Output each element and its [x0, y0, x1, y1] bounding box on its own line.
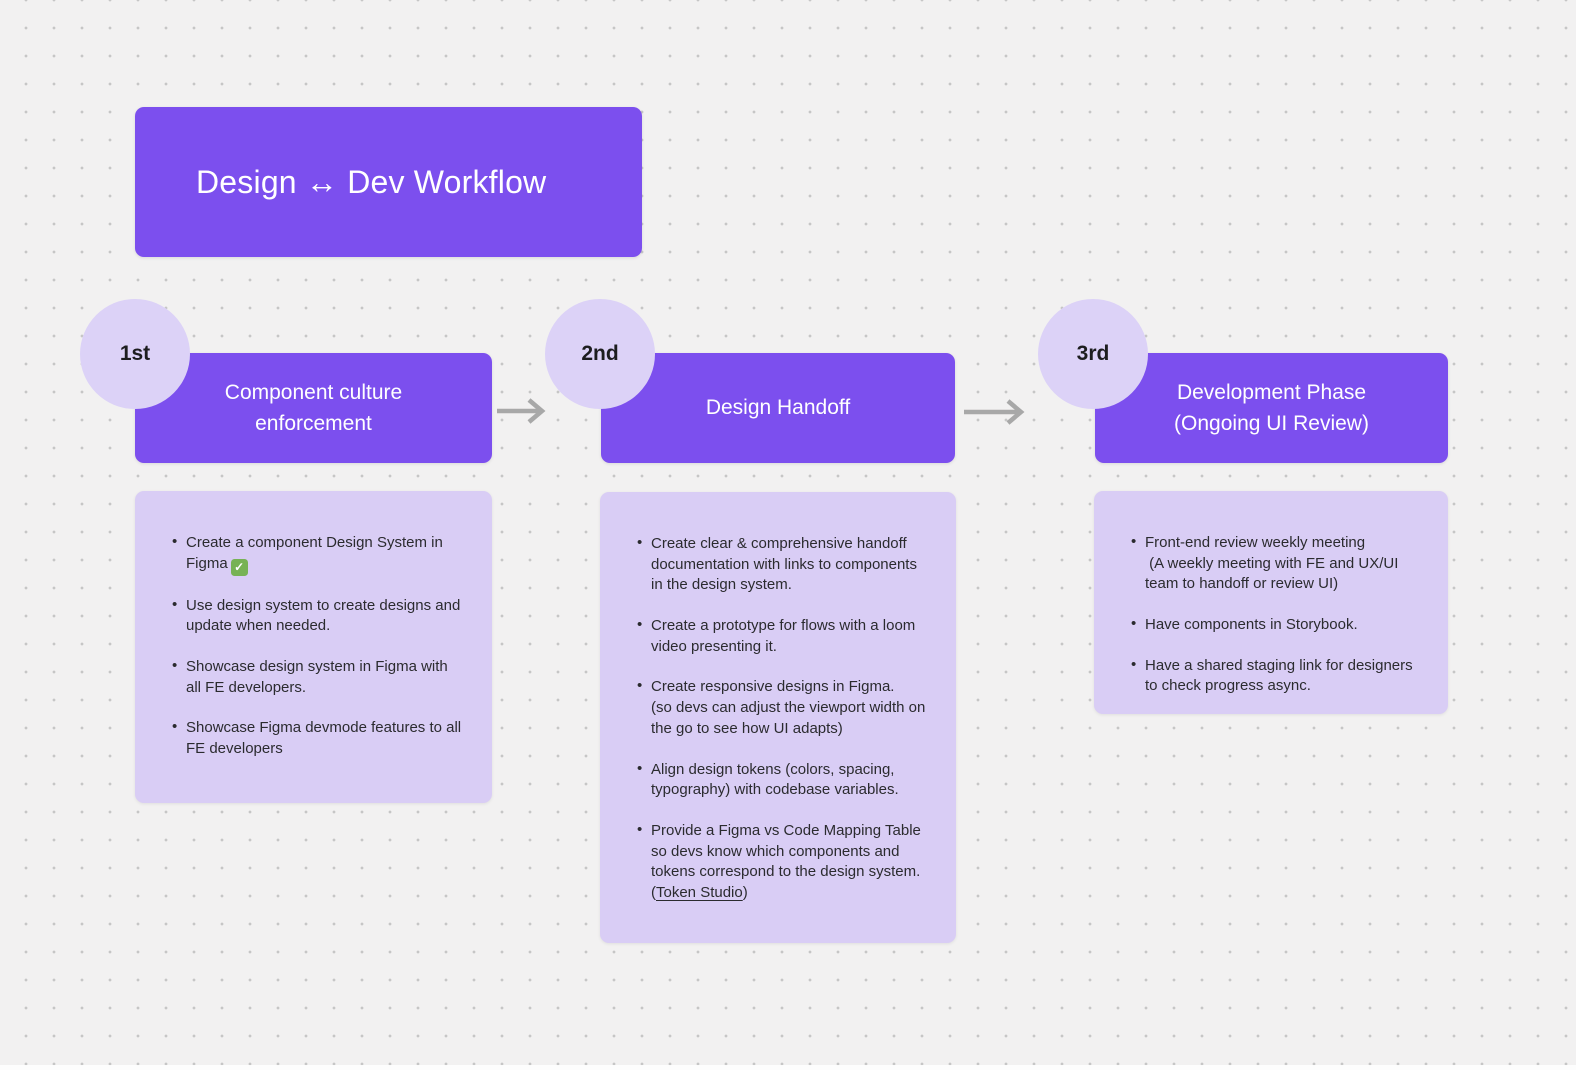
list-item: Have a shared staging link for designers… — [1130, 655, 1422, 697]
phase-3-bullet-list: Front-end review weekly meeting (A weekl… — [1130, 532, 1422, 697]
flow-arrow-icon — [497, 398, 546, 424]
phase-1-title: Component culture enforcement — [224, 380, 403, 435]
list-item: Provide a Figma vs Code Mapping Table so… — [636, 820, 930, 904]
canvas-bottom-edge — [0, 1065, 1576, 1070]
list-item: Create clear & comprehensive handoff doc… — [636, 533, 930, 596]
list-item: Create responsive designs in Figma. (so … — [636, 676, 930, 739]
check-emoji: ✓ — [230, 558, 248, 576]
phase-3-notes-card[interactable]: Front-end review weekly meeting (A weekl… — [1094, 491, 1448, 714]
list-item: Have components in Storybook. — [1130, 614, 1422, 636]
title-card[interactable]: Design ↔ Dev Workflow — [135, 107, 642, 257]
list-item: Use design system to create designs and … — [171, 595, 466, 637]
badge-2nd[interactable]: 2nd — [545, 299, 655, 409]
badge-1st[interactable]: 1st — [80, 299, 190, 409]
list-item: Create a component Design System in Figm… — [171, 532, 466, 576]
phase-2-header-card[interactable]: Design Handoff — [601, 353, 955, 463]
flow-arrow-icon — [964, 399, 1025, 425]
phase-2-bullet-list: Create clear & comprehensive handoff doc… — [636, 533, 930, 904]
list-item: Front-end review weekly meeting (A weekl… — [1130, 532, 1422, 595]
phase-1-header-card[interactable]: Component culture enforcement — [135, 353, 492, 463]
page-title: Design ↔ Dev Workflow — [196, 163, 547, 200]
phase-2-notes-card[interactable]: Create clear & comprehensive handoff doc… — [600, 492, 956, 943]
phase-3-header-card[interactable]: Development Phase (Ongoing UI Review) — [1095, 353, 1448, 463]
badge-1st-label: 1st — [119, 342, 151, 365]
phase-3-title: Development Phase (Ongoing UI Review) — [1174, 380, 1369, 435]
list-item: Showcase design system in Figma with all… — [171, 656, 466, 698]
token-studio-link[interactable]: Token Studio — [656, 883, 743, 901]
badge-2nd-label: 2nd — [581, 342, 619, 365]
phase-2-title: Design Handoff — [705, 396, 851, 420]
badge-3rd[interactable]: 3rd — [1038, 299, 1148, 409]
list-item: Align design tokens (colors, spacing, ty… — [636, 758, 930, 801]
list-item: Showcase Figma devmode features to all F… — [171, 717, 466, 759]
token-studio-line: (Token Studio) — [651, 883, 748, 901]
phase-1-notes-card[interactable]: Create a component Design System in Figm… — [135, 491, 492, 803]
badge-3rd-label: 3rd — [1076, 342, 1110, 365]
list-item: Create a prototype for flows with a loom… — [636, 615, 930, 657]
phase-1-bullet-list: Create a component Design System in Figm… — [171, 532, 466, 760]
